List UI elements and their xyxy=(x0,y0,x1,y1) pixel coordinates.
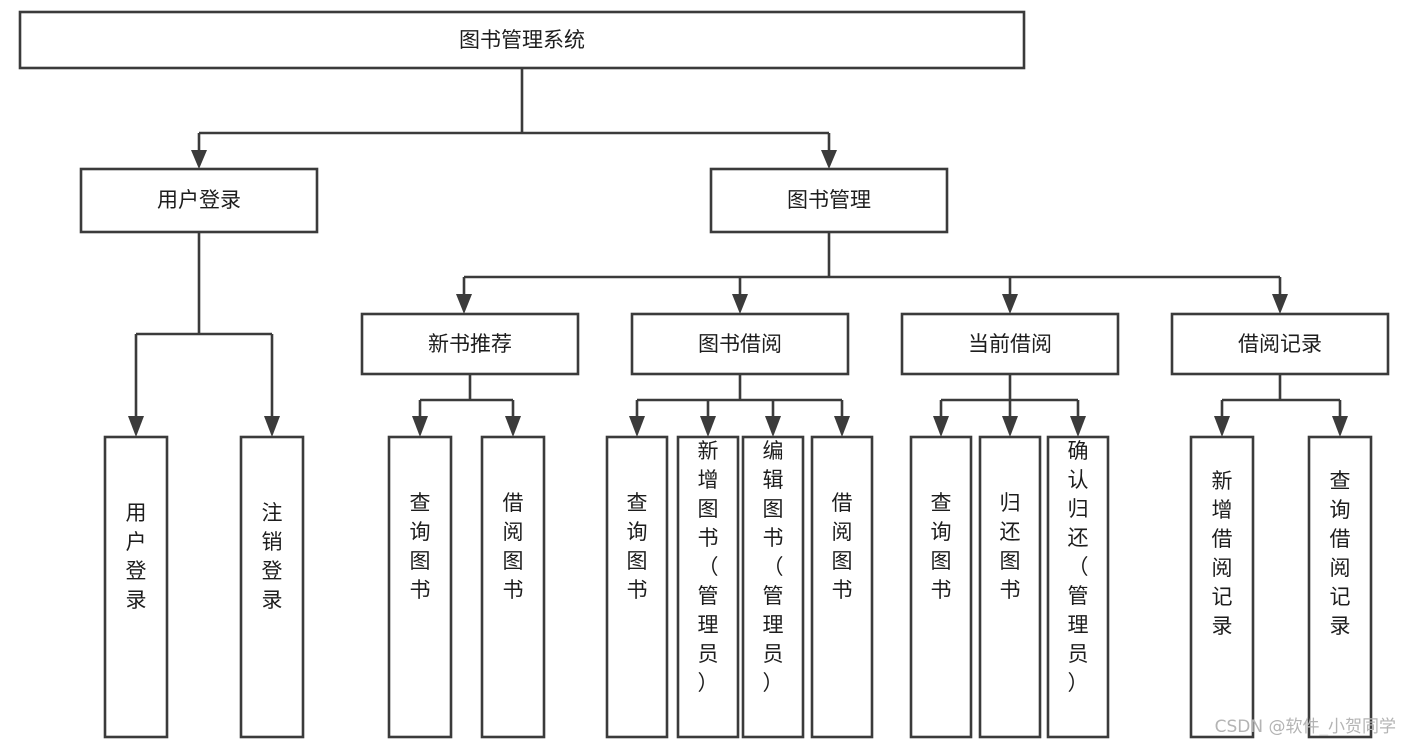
leaf-node[interactable]: 新增图书（管理员） xyxy=(676,435,740,739)
node-borrow-record-box[interactable] xyxy=(1170,312,1390,376)
leaf-current-borrow-2-box[interactable] xyxy=(978,435,1042,739)
node-new-book-recommend[interactable]: 新书推荐 xyxy=(360,312,580,376)
leaf-node[interactable]: 查询借阅记录 xyxy=(1307,435,1373,739)
arrow-head-bookborrow-leaf-4 xyxy=(834,416,850,437)
leaf-current-borrow-3-label: 确认归还（管理员） xyxy=(1068,439,1089,695)
connector-group-book-borrow xyxy=(629,374,850,437)
leaf-node[interactable]: 归还图书 xyxy=(978,435,1042,739)
leaf-borrow-record-1-box[interactable] xyxy=(1189,435,1255,739)
leaf-book-borrow-1-label: 查询图书 xyxy=(627,491,648,602)
leaf-current-borrow-1-label: 查询图书 xyxy=(931,491,952,602)
leaf-book-borrow-4-label: 借阅图书 xyxy=(832,491,853,602)
leaf-node[interactable]: 查询图书 xyxy=(605,435,669,739)
node-book-management-box[interactable] xyxy=(709,167,949,234)
node-book-management-label: 图书管理 xyxy=(787,188,871,212)
leaf-new-book-2-box[interactable] xyxy=(480,435,546,739)
leaf-node[interactable]: 借阅图书 xyxy=(480,435,546,739)
leaf-user-login-1-label: 用户登录 xyxy=(126,501,147,612)
leaf-borrow-record-2-box[interactable] xyxy=(1307,435,1373,739)
connector-group-current-borrow xyxy=(933,374,1086,437)
node-current-borrow-label: 当前借阅 xyxy=(968,332,1052,356)
leaf-node[interactable]: 借阅图书 xyxy=(810,435,874,739)
arrow-head-bookborrow-leaf-3 xyxy=(765,416,781,437)
connector-group-root xyxy=(191,68,837,169)
arrow-head-newbook-leaf-1 xyxy=(412,416,428,437)
leaf-node[interactable]: 查询图书 xyxy=(387,435,453,739)
leaf-borrow-record-2-label: 查询借阅记录 xyxy=(1330,469,1351,638)
arrow-head-borrowrecord-leaf-1 xyxy=(1214,416,1230,437)
leaf-book-borrow-1-box[interactable] xyxy=(605,435,669,739)
arrow-head-bookborrow-leaf-2 xyxy=(700,416,716,437)
arrow-head-user-login-leaf-1 xyxy=(128,416,144,437)
node-book-borrow[interactable]: 图书借阅 xyxy=(630,312,850,376)
connector-group-borrow-record xyxy=(1214,374,1348,437)
node-borrow-record[interactable]: 借阅记录 xyxy=(1170,312,1390,376)
leaf-new-book-2-label: 借阅图书 xyxy=(503,491,524,602)
arrow-head-currentborrow-leaf-3 xyxy=(1070,416,1086,437)
arrow-head-user-login-leaf-2 xyxy=(264,416,280,437)
leaf-node[interactable]: 查询图书 xyxy=(909,435,973,739)
arrow-head-to-current-borrow xyxy=(1002,294,1018,314)
leaf-node[interactable]: 编辑图书（管理员） xyxy=(741,435,805,739)
leaf-node[interactable]: 确认归还（管理员） xyxy=(1046,435,1110,739)
connector-group-user-login xyxy=(128,232,280,437)
node-user-login[interactable]: 用户登录 xyxy=(79,167,319,234)
node-book-borrow-label: 图书借阅 xyxy=(698,332,782,356)
leaf-user-login-2-label: 注销登录 xyxy=(262,501,283,612)
arrow-head-to-user-login xyxy=(191,150,207,169)
arrow-head-bookborrow-leaf-1 xyxy=(629,416,645,437)
node-book-management[interactable]: 图书管理 xyxy=(709,167,949,234)
leaf-book-borrow-3-label: 编辑图书（管理员） xyxy=(763,439,784,695)
node-root-label: 图书管理系统 xyxy=(459,28,585,52)
node-current-borrow-box[interactable] xyxy=(900,312,1120,376)
leaf-book-borrow-3-box[interactable] xyxy=(741,435,805,739)
connector-group-book-mgmt xyxy=(456,232,1288,314)
leaf-borrow-record-1-label: 新增借阅记录 xyxy=(1212,469,1233,638)
leaf-node[interactable]: 用户登录 xyxy=(103,435,169,739)
node-user-login-label: 用户登录 xyxy=(157,188,241,212)
node-new-book-recommend-label: 新书推荐 xyxy=(428,332,512,356)
arrow-head-newbook-leaf-2 xyxy=(505,416,521,437)
arrow-head-to-book-mgmt xyxy=(821,150,837,169)
leaf-book-borrow-4-box[interactable] xyxy=(810,435,874,739)
arrow-head-currentborrow-leaf-2 xyxy=(1002,416,1018,437)
leaf-book-borrow-2-label: 新增图书（管理员） xyxy=(698,439,719,695)
leaf-node[interactable]: 注销登录 xyxy=(239,435,305,739)
node-borrow-record-label: 借阅记录 xyxy=(1238,332,1322,356)
leaf-book-borrow-2-box[interactable] xyxy=(676,435,740,739)
node-current-borrow[interactable]: 当前借阅 xyxy=(900,312,1120,376)
node-root-box[interactable] xyxy=(18,10,1026,70)
arrow-head-currentborrow-leaf-1 xyxy=(933,416,949,437)
arrow-head-to-borrow-record xyxy=(1272,294,1288,314)
leaf-node[interactable]: 新增借阅记录 xyxy=(1189,435,1255,739)
leaf-current-borrow-1-box[interactable] xyxy=(909,435,973,739)
leaf-user-login-2-box[interactable] xyxy=(239,435,305,739)
arrow-head-borrowrecord-leaf-2 xyxy=(1332,416,1348,437)
node-user-login-box[interactable] xyxy=(79,167,319,234)
leaf-current-borrow-2-label: 归还图书 xyxy=(1000,491,1021,602)
leaf-new-book-1-box[interactable] xyxy=(387,435,453,739)
leaf-current-borrow-3-box[interactable] xyxy=(1046,435,1110,739)
node-root[interactable]: 图书管理系统 xyxy=(18,10,1026,70)
leaf-new-book-1-label: 查询图书 xyxy=(410,491,431,602)
csdn-watermark: CSDN @软件_小贺同学 xyxy=(1215,717,1396,737)
node-new-book-recommend-box[interactable] xyxy=(360,312,580,376)
leaf-user-login-1-box[interactable] xyxy=(103,435,169,739)
arrow-head-to-book-borrow xyxy=(732,294,748,314)
connector-group-new-book xyxy=(412,374,521,437)
arrow-head-to-new-book xyxy=(456,294,472,314)
node-book-borrow-box[interactable] xyxy=(630,312,850,376)
